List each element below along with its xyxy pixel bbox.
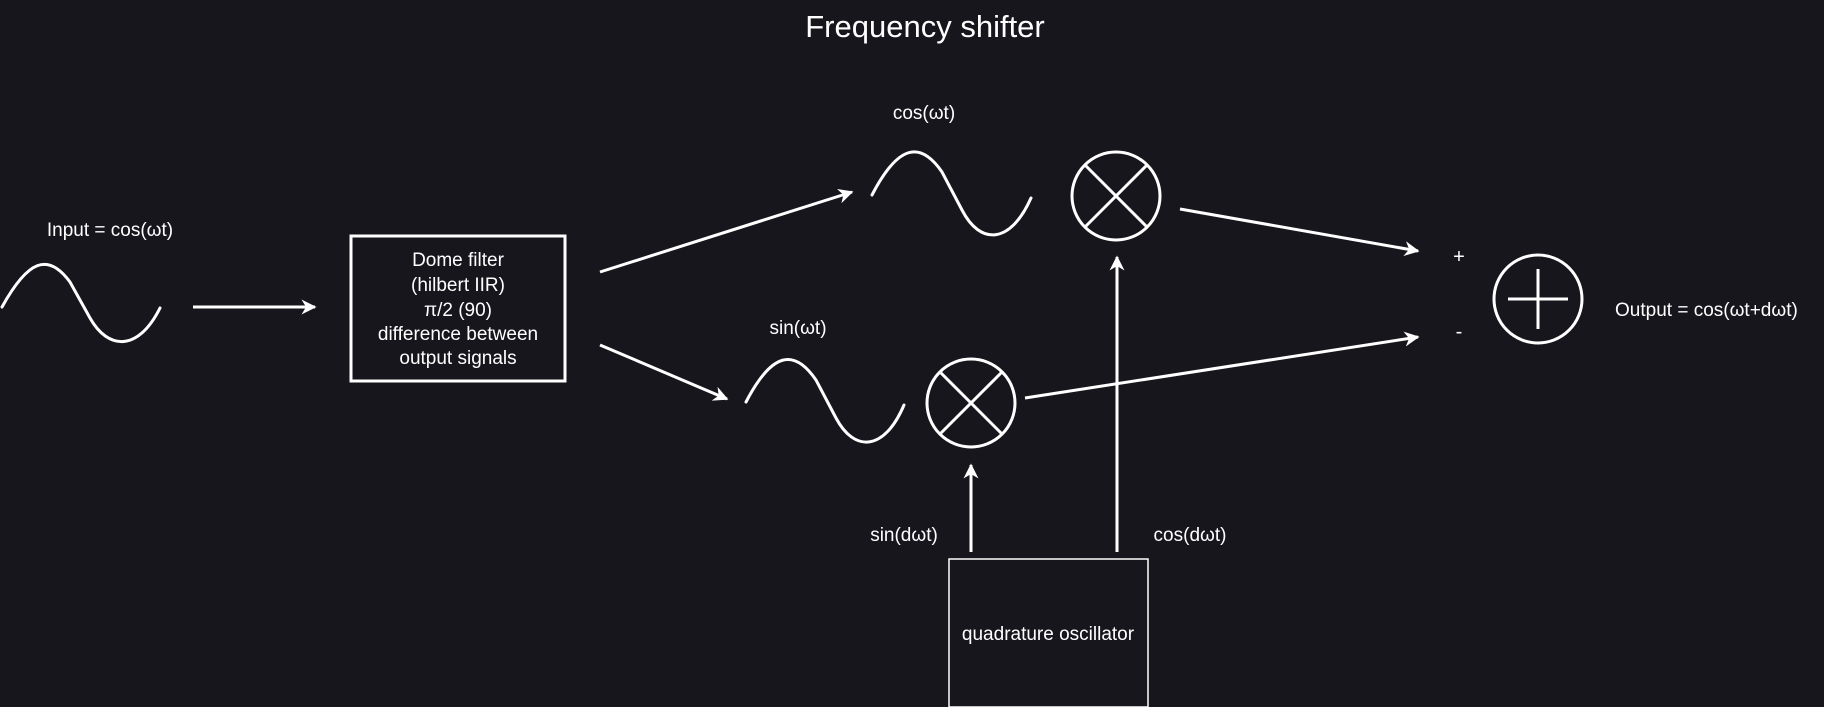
filter-line-2: (hilbert IIR): [411, 275, 505, 296]
filter-line-1: Dome filter: [412, 250, 505, 271]
cos-branch-label: cos(ωt): [893, 103, 955, 124]
filter-line-4: difference between: [378, 324, 538, 345]
input-label: Input = cos(ωt): [47, 220, 173, 241]
output-label: Output = cos(ωt+dωt): [1615, 300, 1798, 321]
diagram-title: Frequency shifter: [805, 9, 1045, 44]
input-sine-wave-icon: [0, 262, 162, 344]
dome-filter-box: [349, 234, 567, 383]
filter-line-5: output signals: [399, 348, 516, 369]
plus-sign: +: [1453, 246, 1465, 268]
cos-sine-wave-icon: [870, 150, 1033, 237]
cos-multiplier-circled-times-icon: [1070, 150, 1162, 242]
sin-branch-label: sin(ωt): [769, 318, 826, 339]
sin-osc-label: sin(dωt): [870, 525, 938, 546]
dome-filter-block: Dome filter (hilbert IIR) π/2 (90) diffe…: [349, 234, 567, 383]
oscillator-box: [948, 558, 1149, 707]
minus-sign: -: [1456, 321, 1463, 343]
cos-to-summer-arrow: [1179, 207, 1420, 257]
sin-branch-arrow: [599, 343, 729, 401]
cos-osc-label: cos(dωt): [1154, 525, 1227, 546]
sin-to-summer-arrow: [1024, 331, 1420, 400]
cos-branch-arrow: [599, 188, 854, 274]
quadrature-oscillator-block: quadrature oscillator: [948, 558, 1149, 707]
sin-sine-wave-icon: [744, 358, 906, 444]
summer-circled-plus-icon: [1492, 253, 1584, 345]
oscillator-label: quadrature oscillator: [962, 624, 1135, 645]
filter-line-3: π/2 (90): [424, 300, 492, 321]
sin-multiplier-circled-times-icon: [925, 357, 1017, 449]
